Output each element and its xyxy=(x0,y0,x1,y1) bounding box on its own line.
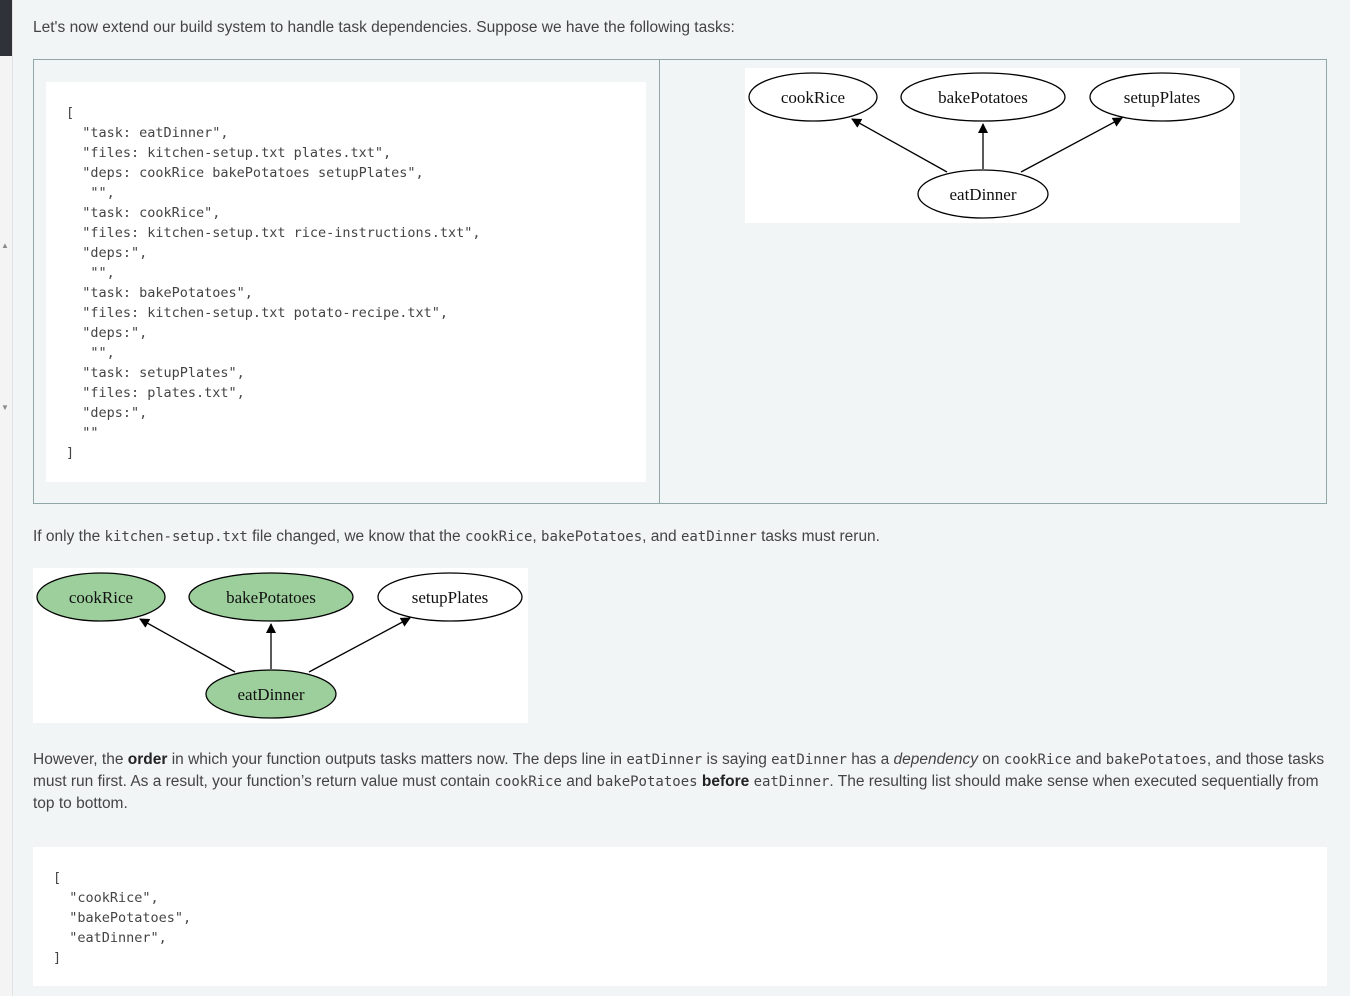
svg-text:cookRice: cookRice xyxy=(781,88,845,107)
edge-eatdinner-cookrice xyxy=(851,118,948,173)
table-divider xyxy=(659,60,660,503)
node-setupplates: setupPlates xyxy=(1089,72,1235,122)
rerun-graph: cookRice bakePotatoes setupPlates eatDin… xyxy=(33,568,528,723)
edge-eatdinner-setupplates xyxy=(1020,117,1123,173)
edge-eatdinner-setupplates xyxy=(308,617,411,673)
svg-text:setupPlates: setupPlates xyxy=(1124,88,1201,107)
scroll-up-arrow-icon[interactable]: ▲ xyxy=(1,241,9,250)
svg-text:bakePotatoes: bakePotatoes xyxy=(226,588,316,607)
tasks-table: [ "task: eatDinner", "files: kitchen-set… xyxy=(33,59,1327,504)
svg-text:eatDinner: eatDinner xyxy=(237,685,304,704)
scrollbar-thumb[interactable] xyxy=(0,0,12,56)
node-eatdinner: eatDinner xyxy=(917,169,1049,219)
intro-text: Let's now extend our build system to han… xyxy=(33,19,735,36)
svg-text:setupPlates: setupPlates xyxy=(412,588,489,607)
svg-text:cookRice: cookRice xyxy=(69,588,133,607)
node-cookrice: cookRice xyxy=(748,72,878,122)
tasks-code-block: [ "task: eatDinner", "files: kitchen-set… xyxy=(46,82,646,482)
node-bakepotatoes: bakePotatoes xyxy=(900,72,1066,122)
svg-text:bakePotatoes: bakePotatoes xyxy=(938,88,1028,107)
scroll-down-arrow-icon[interactable]: ▼ xyxy=(1,403,9,412)
scrollbar[interactable]: ▲ ▼ xyxy=(0,0,13,996)
node-setupplates: setupPlates xyxy=(377,572,523,622)
edge-eatdinner-cookrice xyxy=(139,618,236,673)
result-code-block: [ "cookRice", "bakePotatoes", "eatDinner… xyxy=(33,847,1327,986)
node-cookrice-highlighted: cookRice xyxy=(36,572,166,622)
node-eatdinner-highlighted: eatDinner xyxy=(205,669,337,719)
dependency-graph: cookRice bakePotatoes setupPlates eatDin… xyxy=(745,68,1240,223)
order-text: However, the order in which your functio… xyxy=(33,751,1325,812)
rerun-text: If only the kitchen-setup.txt file chang… xyxy=(33,528,880,545)
svg-text:eatDinner: eatDinner xyxy=(949,185,1016,204)
tasks-code: [ "task: eatDinner", "files: kitchen-set… xyxy=(66,105,481,461)
node-bakepotatoes-highlighted: bakePotatoes xyxy=(188,572,354,622)
result-code: [ "cookRice", "bakePotatoes", "eatDinner… xyxy=(53,870,192,966)
